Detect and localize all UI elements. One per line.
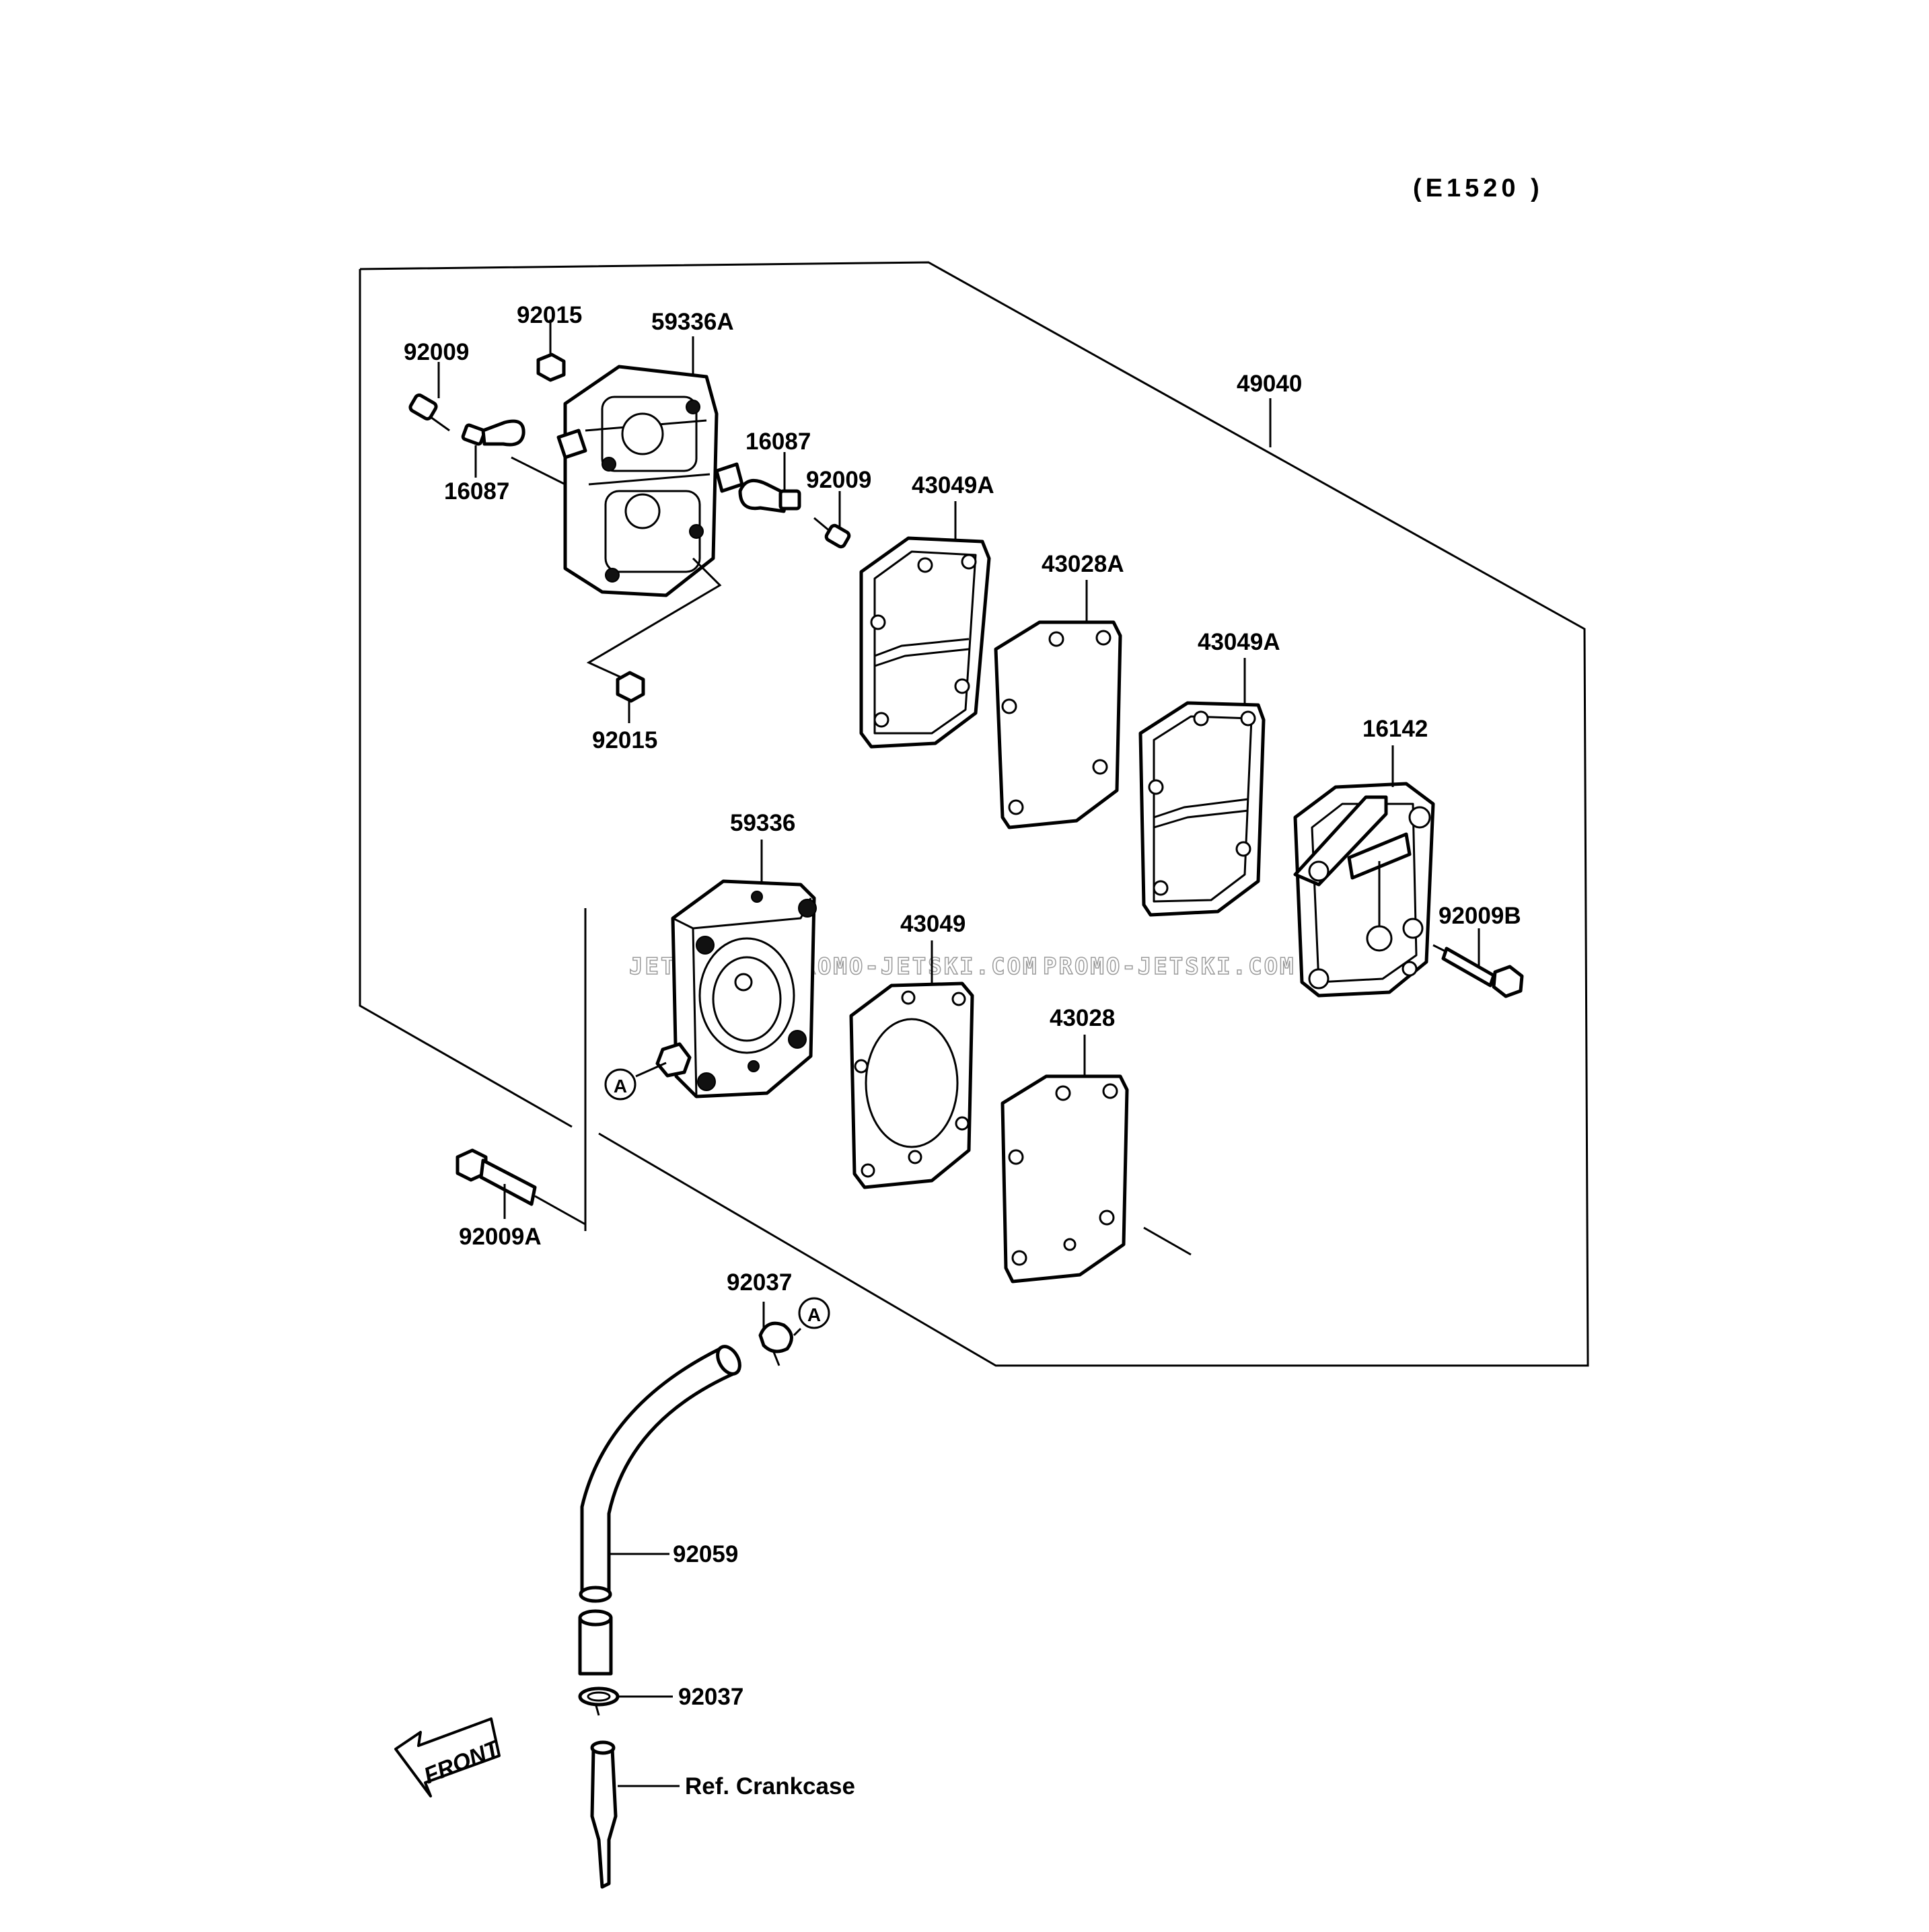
assembly-frame (359, 261, 1589, 1367)
clamp-92037-top (758, 1302, 793, 1366)
gasket-43049 (849, 981, 974, 1189)
label-92015-top: 92015 (517, 302, 582, 328)
hose-segment (578, 1609, 613, 1676)
frame-stub (1143, 1226, 1192, 1256)
marker-a-left (604, 1068, 636, 1101)
label-59336: 59336 (730, 810, 795, 836)
label-16087-right: 16087 (745, 429, 811, 455)
bolt-92009B (1432, 928, 1524, 998)
diagram-code: (E1520 ) (1413, 174, 1543, 202)
screw-92009-right (813, 491, 851, 549)
label-92059: 92059 (673, 1541, 738, 1567)
label-92037-top: 92037 (727, 1269, 792, 1296)
label-43028: 43028 (1050, 1005, 1115, 1031)
cover-16142 (1293, 782, 1435, 998)
marker-a-left-text: A (614, 1076, 627, 1097)
pump-housing-59336 (655, 879, 817, 1099)
nut-92015-top (536, 320, 566, 382)
pump-body-59336A (556, 365, 744, 597)
crankcase-fitting (590, 1740, 680, 1889)
label-92037-bottom: 92037 (678, 1684, 743, 1710)
label-43049: 43049 (900, 911, 966, 937)
label-92009-right: 92009 (806, 467, 871, 493)
hose-92059 (579, 1345, 741, 1603)
label-92009A: 92009A (459, 1224, 542, 1250)
diaphragm-43028A (994, 620, 1122, 829)
label-92015-bottom: 92015 (592, 727, 657, 753)
fitting-16087-left (461, 419, 525, 478)
label-92009B: 92009B (1439, 903, 1521, 929)
label-49040: 49040 (1237, 371, 1302, 397)
screw-92009-left (408, 362, 450, 432)
label-16087-left: 16087 (444, 478, 509, 505)
label-43049A-2: 43049A (1198, 629, 1280, 655)
marker-a-right (798, 1297, 830, 1329)
nut-92015-bottom (616, 671, 645, 723)
label-43049A-1: 43049A (912, 472, 994, 498)
clamp-92037-bottom (578, 1686, 673, 1716)
gasket-43049A-2 (1138, 701, 1266, 917)
watermark-2: PROMO-JETSKI.COM (786, 953, 1039, 980)
bolt-92009A (456, 1148, 586, 1226)
label-43028A: 43028A (1042, 551, 1124, 577)
watermark-3: PROMO-JETSKI.COM (1043, 953, 1296, 980)
marker-a-right-text: A (807, 1304, 821, 1325)
gasket-43049A-1 (859, 536, 991, 749)
assembly-frame-left (359, 269, 573, 1128)
front-arrow-icon: FRONT (394, 1717, 505, 1797)
label-16142: 16142 (1362, 716, 1428, 742)
label-59336A: 59336A (651, 309, 734, 335)
fitting-16087-right (738, 452, 801, 513)
diaphragm-43028 (1000, 1074, 1129, 1284)
label-92009-left: 92009 (404, 339, 469, 365)
label-ref-crankcase: Ref. Crankcase (685, 1773, 855, 1799)
